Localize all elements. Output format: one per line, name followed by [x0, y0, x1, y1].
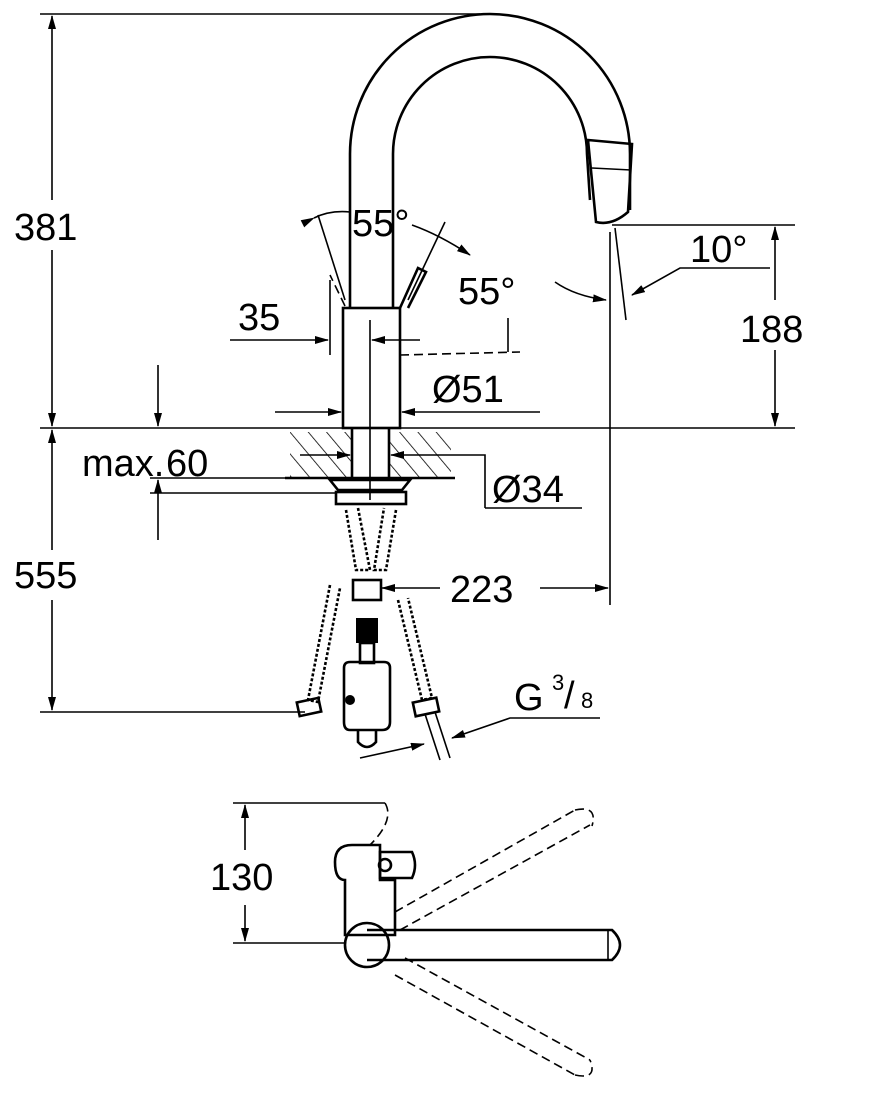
- dim-381: 381: [14, 207, 77, 249]
- dimension-body-diameter: Ø51: [275, 369, 540, 416]
- dim-35: 35: [238, 297, 280, 339]
- thread-g: G: [514, 677, 544, 719]
- angle-55-left: 55°: [352, 203, 409, 245]
- dimension-hole-diameter: Ø34: [300, 451, 582, 511]
- thread-numerator: 3: [552, 670, 564, 695]
- faucet-top-view: 130: [210, 802, 622, 1077]
- dim-223: 223: [450, 569, 513, 611]
- dim-130: 130: [210, 857, 273, 899]
- reference-lines: [40, 13, 795, 713]
- faucet-body: [341, 306, 402, 430]
- dim-max-prefix: max.: [82, 443, 164, 485]
- faucet-side-view: [329, 12, 634, 500]
- angle-10: 10°: [690, 229, 747, 271]
- thread-slash: /: [564, 675, 575, 717]
- thread-denominator: 8: [581, 688, 593, 713]
- dim-max-value: 60: [166, 443, 208, 485]
- dimension-handle-offset: 35: [230, 280, 420, 355]
- dim-188: 188: [740, 309, 803, 351]
- dimension-below-height: 555: [14, 429, 77, 711]
- supply-hoses: [295, 507, 451, 761]
- dim-d51: Ø51: [432, 369, 504, 411]
- dimension-spout-height: 188: [612, 224, 803, 427]
- dimension-reach: 223: [381, 412, 611, 611]
- dim-555: 555: [14, 555, 77, 597]
- dimension-spray-angle: 10°: [554, 227, 770, 412]
- dim-d34: Ø34: [492, 469, 564, 511]
- angle-55-right: 55°: [458, 271, 515, 313]
- dimension-lever-angles: 55° 55°: [300, 203, 515, 352]
- dimension-total-height: 381: [14, 15, 77, 427]
- dimension-max-thickness: max. 60: [82, 365, 336, 540]
- lever-alt-position: [329, 274, 346, 307]
- spray-head: [586, 138, 634, 225]
- dimension-thread: G 3 / 8: [359, 670, 600, 759]
